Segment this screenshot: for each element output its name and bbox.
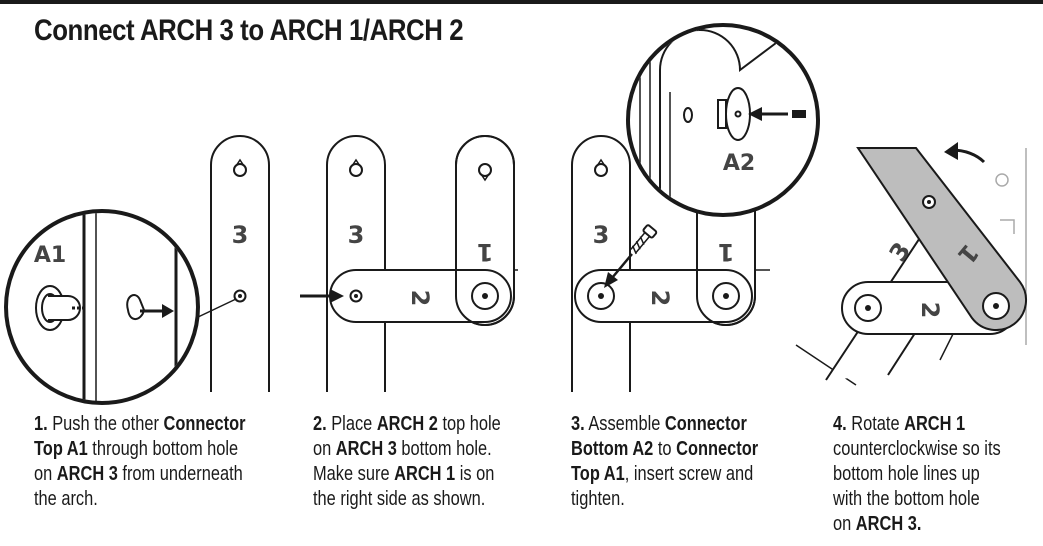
arch1-label: 1 xyxy=(477,238,494,266)
step-text-run: with the bottom hole xyxy=(833,488,980,510)
step-line: Top A1 through bottom hole xyxy=(34,437,280,462)
arch2-label: 2 xyxy=(916,302,944,319)
top-hole-icon xyxy=(594,163,608,177)
step-text-run: Connector xyxy=(676,438,759,460)
step-text-run: ARCH 1 xyxy=(394,463,456,485)
arch2-label: 2 xyxy=(646,290,674,307)
step-line: 1. Push the other Connector xyxy=(34,412,280,437)
page-title: Connect ARCH 3 to ARCH 1/ARCH 2 xyxy=(34,14,464,47)
step-text-run: Place xyxy=(326,413,377,435)
step-text-run: , insert screw and xyxy=(624,463,754,485)
step-line: bottom hole lines up xyxy=(833,462,1043,487)
step-line: Make sure ARCH 1 is on xyxy=(313,462,559,487)
top-rule xyxy=(0,0,1043,4)
bottom-hole-icon xyxy=(587,282,615,310)
step-text-run: Top A1 xyxy=(34,438,88,460)
arch1-label: 1 xyxy=(718,238,735,266)
magnifier-a1 xyxy=(4,209,200,405)
arch1-bar-rotating xyxy=(856,147,1027,331)
step-text-run: top hole xyxy=(437,413,501,435)
step-text-run: the arch. xyxy=(34,488,98,510)
arch3-label: 3 xyxy=(348,221,365,249)
step-line: the arch. xyxy=(34,487,280,512)
step-text-run: on xyxy=(313,438,336,460)
step-line: 3. Assemble Connector xyxy=(571,412,817,437)
step-text-run: 2. xyxy=(313,413,327,435)
callout-a2-label: A2 xyxy=(723,151,755,176)
callout-a1-label: A1 xyxy=(34,243,66,268)
arch3-label: 3 xyxy=(232,221,249,249)
step-text-run: tighten. xyxy=(571,488,625,510)
step-line: with the bottom hole xyxy=(833,487,1043,512)
connector-a1-icon xyxy=(126,294,146,320)
top-hole-icon xyxy=(233,163,247,177)
step-text-run: Push the other xyxy=(47,413,164,435)
step-line: 2. Place ARCH 2 top hole xyxy=(313,412,559,437)
step-text-run: counterclockwise so its xyxy=(833,438,1001,460)
arch2-bar xyxy=(329,269,512,323)
step-text-run: Connector xyxy=(163,413,246,435)
step-text-run: bottom hole. xyxy=(396,438,492,460)
screw-icon xyxy=(630,224,658,255)
step-line: tighten. xyxy=(571,487,817,512)
arch2-bar xyxy=(574,269,753,323)
step-line: Bottom A2 to Connector xyxy=(571,437,817,462)
step-text-run: on xyxy=(833,513,856,535)
step-text-run: Bottom A2 xyxy=(571,438,654,460)
step-text-run: ARCH 3 xyxy=(335,438,397,460)
step-text-run: to xyxy=(653,438,677,460)
bottom-hole-icon xyxy=(233,289,247,303)
step-text-run: from underneath xyxy=(117,463,243,485)
connector-a2-icon xyxy=(725,87,751,141)
step-text-run: ARCH 3 xyxy=(56,463,118,485)
step-text-run: ARCH 2 xyxy=(376,413,438,435)
arch2-label: 2 xyxy=(406,290,434,307)
step-text-run: 1. xyxy=(34,413,48,435)
step-text-run: Make sure xyxy=(313,463,395,485)
step-text-run: Rotate xyxy=(846,413,905,435)
step1-figure: 3 A1 xyxy=(4,135,270,405)
step-line: counterclockwise so its xyxy=(833,437,1043,462)
step-line: on ARCH 3 bottom hole. xyxy=(313,437,559,462)
step-text-run: Connector xyxy=(664,413,747,435)
step-text-run: ARCH 1 xyxy=(904,413,966,435)
step-text-run: is on xyxy=(455,463,495,485)
step-text-run: 4. xyxy=(833,413,847,435)
step-text-run: through bottom hole xyxy=(87,438,239,460)
insert-arrow-icon xyxy=(611,253,633,279)
step-line: Top A1, insert screw and xyxy=(571,462,817,487)
step4-figure: 3 2 1 xyxy=(795,142,1027,386)
step-line: 4. Rotate ARCH 1 xyxy=(833,412,1043,437)
step-text-run: bottom hole lines up xyxy=(833,463,980,485)
step-text-run: ARCH 3. xyxy=(855,513,922,535)
step3-figure: 3 1 2 A2 xyxy=(571,23,820,392)
step-text-run: the right side as shown. xyxy=(313,488,486,510)
step-text-run: 3. xyxy=(571,413,585,435)
arch3-bar xyxy=(210,135,270,392)
step-text-run: Assemble xyxy=(584,413,665,435)
step-text-run: on xyxy=(34,463,57,485)
step-line: on ARCH 3 from underneath xyxy=(34,462,280,487)
step-text-run: Top A1 xyxy=(571,463,625,485)
top-hole-icon xyxy=(349,163,363,177)
step-line: the right side as shown. xyxy=(313,487,559,512)
bottom-hole-icon xyxy=(471,282,499,310)
arch3-bar xyxy=(326,135,386,392)
arch3-bar xyxy=(571,135,631,392)
step2-figure: 3 1 2 xyxy=(300,135,518,392)
step-line: on ARCH 3. xyxy=(833,512,1043,537)
arch3-label: 3 xyxy=(593,221,610,249)
